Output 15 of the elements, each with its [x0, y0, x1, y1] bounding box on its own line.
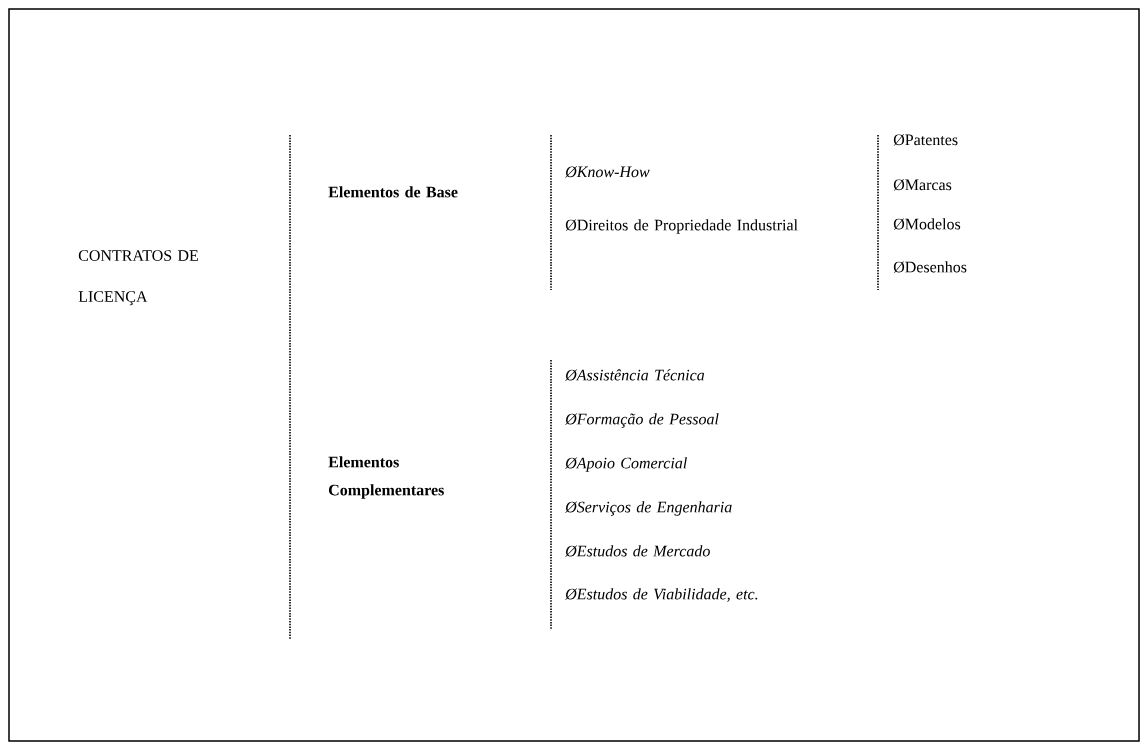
list-item: ØModelos [893, 218, 961, 230]
list-item: ØApoio Comercial [565, 457, 687, 472]
list-item: ØDireitos de Propriedade Industrial [565, 219, 798, 234]
list-item: ØPatentes [893, 134, 958, 146]
list-item: ØKnow-How [565, 166, 650, 178]
list-item: ØServiços de Engenharia [565, 501, 732, 516]
category-text: Elementos Complementares [328, 456, 444, 499]
list-item: ØFormação de Pessoal [565, 413, 719, 428]
list-item: ØEstudos de Mercado [565, 545, 710, 557]
category-text: Elementos de Base [328, 186, 458, 198]
list-item: ØMarcas [893, 179, 952, 191]
list-item: ØAssistência Técnica [565, 369, 705, 381]
list-item: ØDesenhos [893, 261, 967, 273]
heading-text: CONTRATOS DE LICENÇA [78, 250, 198, 306]
list-item: ØEstudos de Viabilidade, etc. [565, 588, 758, 602]
